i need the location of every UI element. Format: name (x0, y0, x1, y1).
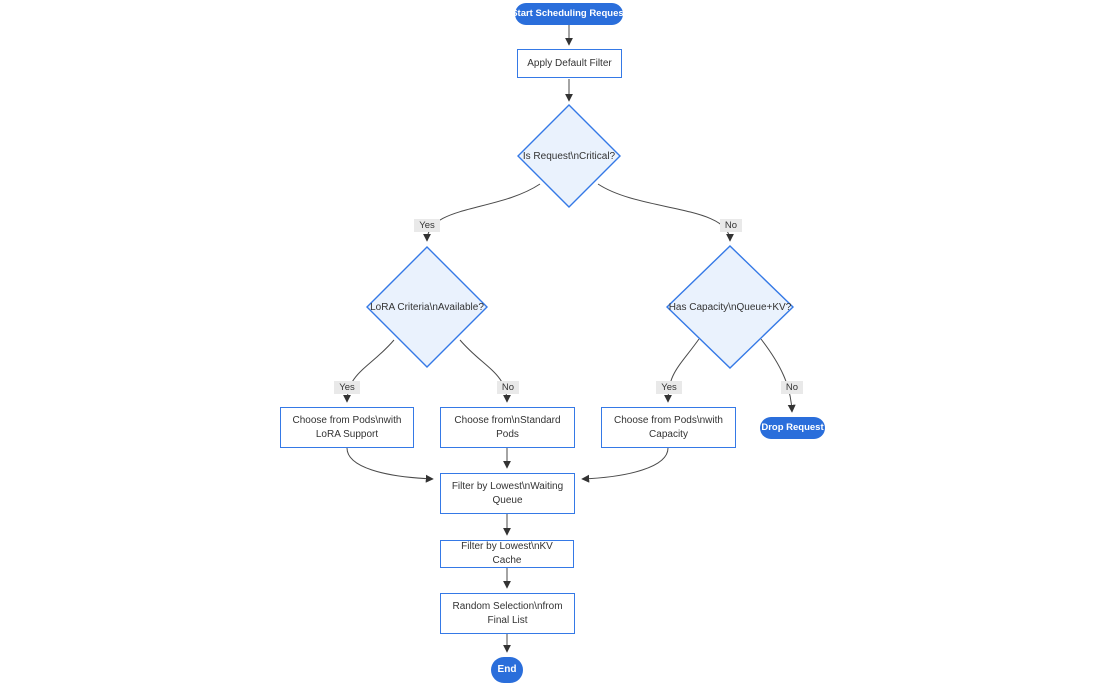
edge-is-critical-yes (423, 183, 541, 242)
node-end: End (491, 657, 523, 683)
node-choose-capacity-pods: Choose from Pods\nwith Capacity (601, 407, 736, 448)
node-choose-standard-pods-label: Choose from\nStandard Pods (454, 414, 561, 440)
node-choose-capacity-pods-label: Choose from Pods\nwith Capacity (614, 414, 723, 440)
node-drop-request-label: Drop Request (761, 422, 824, 433)
node-start: Start Scheduling Request (511, 3, 627, 25)
node-random-selection-label: Random Selection\nfrom Final List (452, 600, 563, 626)
edge-label-critical-no: No (720, 219, 742, 232)
edge-capacity-no (760, 338, 796, 413)
edge-label-capacity-yes: Yes (656, 381, 682, 394)
edge-label-lora-yes: Yes (334, 381, 360, 394)
edge-capacity-yes (664, 338, 700, 403)
edge-label-critical-yes: Yes (414, 219, 440, 232)
node-filter-waiting-queue: Filter by Lowest\nWaiting Queue (440, 473, 575, 514)
node-filter-kv-cache-label: Filter by Lowest\nKV Cache (461, 541, 553, 566)
node-choose-lora-pods: Choose from Pods\nwith LoRA Support (280, 407, 414, 448)
node-start-label: Start Scheduling Request (511, 8, 627, 19)
decision-lora-criteria-shape (366, 246, 488, 368)
edge-label-capacity-no: No (781, 381, 803, 394)
decision-has-capacity-shape (665, 245, 795, 369)
node-end-label: End (497, 664, 517, 675)
edge-choose-capacity-to-filter (581, 447, 669, 483)
node-filter-kv-cache: Filter by Lowest\nKV Cache (440, 540, 574, 568)
edge-label-lora-no: No (497, 381, 519, 394)
node-choose-standard-pods: Choose from\nStandard Pods (440, 407, 575, 448)
node-filter-waiting-queue-label: Filter by Lowest\nWaiting Queue (451, 480, 564, 506)
node-apply-default-filter-label: Apply Default Filter (527, 57, 612, 69)
edge-is-critical-no (597, 183, 734, 242)
node-choose-lora-pods-label: Choose from Pods\nwith LoRA Support (292, 414, 402, 440)
node-apply-default-filter: Apply Default Filter (517, 49, 622, 78)
edge-choose-lora-to-filter (346, 447, 434, 483)
node-drop-request: Drop Request (760, 417, 825, 439)
decision-is-request-critical-shape (517, 104, 621, 208)
node-random-selection: Random Selection\nfrom Final List (440, 593, 575, 634)
